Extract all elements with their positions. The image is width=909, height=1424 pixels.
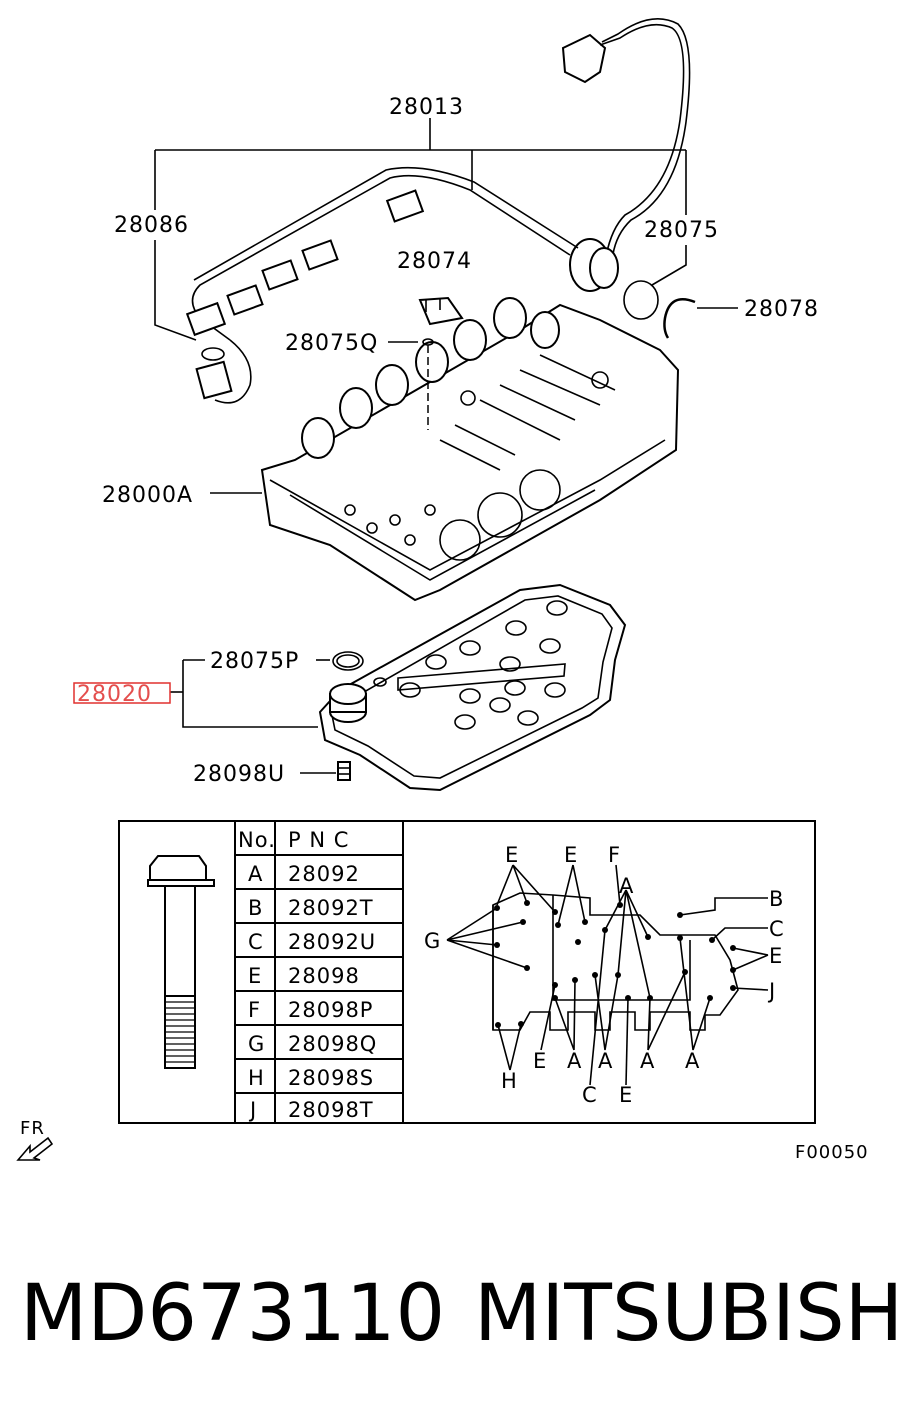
- map-letter-A: A: [640, 1049, 655, 1073]
- table-pnc: 28092U: [288, 930, 376, 954]
- table-no: H: [248, 1066, 265, 1090]
- table-no: G: [248, 1032, 265, 1056]
- map-letter-E: E: [505, 843, 519, 867]
- callout-28074: 28074: [397, 249, 472, 274]
- table-pnc: 28092T: [288, 896, 374, 920]
- table-pnc: 28098: [288, 964, 360, 988]
- table-pnc: 28098T: [288, 1098, 374, 1122]
- highlight-box-28020: [73, 682, 171, 704]
- map-letter-C: C: [582, 1083, 598, 1107]
- fr-label: FR: [20, 1118, 45, 1139]
- map-letter-A: A: [598, 1049, 613, 1073]
- oil-strainer: [318, 583, 627, 792]
- callout-28086: 28086: [114, 213, 189, 238]
- map-letter-F: F: [608, 843, 621, 867]
- table-pnc: 28098Q: [288, 1032, 377, 1056]
- table-pnc: 28098P: [288, 998, 373, 1022]
- table-no: C: [248, 930, 264, 954]
- table-no: B: [248, 896, 263, 920]
- bolt-illustration: [147, 855, 215, 1069]
- callout-28020: 28020: [77, 682, 152, 707]
- callout-28075: 28075: [644, 218, 719, 243]
- map-letter-E: E: [619, 1083, 633, 1107]
- leader-lines: [154, 118, 738, 774]
- callout-28078: 28078: [744, 297, 819, 322]
- map-letter-C: C: [769, 917, 785, 941]
- callout-28075P: 28075P: [210, 649, 299, 674]
- table-pnc: 28092: [288, 862, 360, 886]
- map-letter-A: A: [619, 874, 634, 898]
- bolt-location-map: E E F A B C E J G E A A A A H C E: [424, 843, 785, 1107]
- map-letter-J: J: [767, 979, 776, 1003]
- callout-28075Q: 28075Q: [285, 331, 378, 356]
- table-no: J: [248, 1098, 257, 1122]
- brand-name: MITSUBISHI: [474, 1269, 909, 1359]
- solenoid-cylinders: [301, 297, 560, 459]
- map-letter-H: H: [501, 1069, 518, 1093]
- map-letter-A: A: [567, 1049, 582, 1073]
- clip-28074: [418, 296, 464, 326]
- callout-labels: 28013 28086 28075 28074 28078 28075Q 280…: [73, 95, 819, 787]
- table-no: A: [248, 862, 263, 886]
- strainer-holes: [373, 600, 568, 730]
- callout-28098U: 28098U: [193, 762, 285, 787]
- callout-28000A: 28000A: [102, 483, 193, 508]
- table-no: F: [248, 998, 261, 1022]
- callout-28013: 28013: [389, 95, 464, 120]
- map-letter-B: B: [769, 887, 784, 911]
- map-letter-E: E: [564, 843, 578, 867]
- map-letter-A: A: [685, 1049, 700, 1073]
- table-no: E: [248, 964, 262, 988]
- table-header-pnc: P N C: [288, 828, 349, 852]
- figure-code: F00050: [795, 1142, 869, 1163]
- table-header-no: No.: [238, 828, 276, 852]
- part-number: MD673110: [20, 1269, 445, 1359]
- table-pnc: 28098S: [288, 1066, 374, 1090]
- bolt-table: No. P N C A 28092 B 28092T C 28092U E 28…: [118, 820, 816, 1124]
- map-letter-G: G: [424, 929, 441, 953]
- front-arrow: FR: [16, 1118, 54, 1161]
- map-letter-E: E: [533, 1049, 547, 1073]
- wiring-harness: [185, 18, 696, 404]
- valve-body: [260, 297, 680, 602]
- map-letter-E: E: [769, 944, 783, 968]
